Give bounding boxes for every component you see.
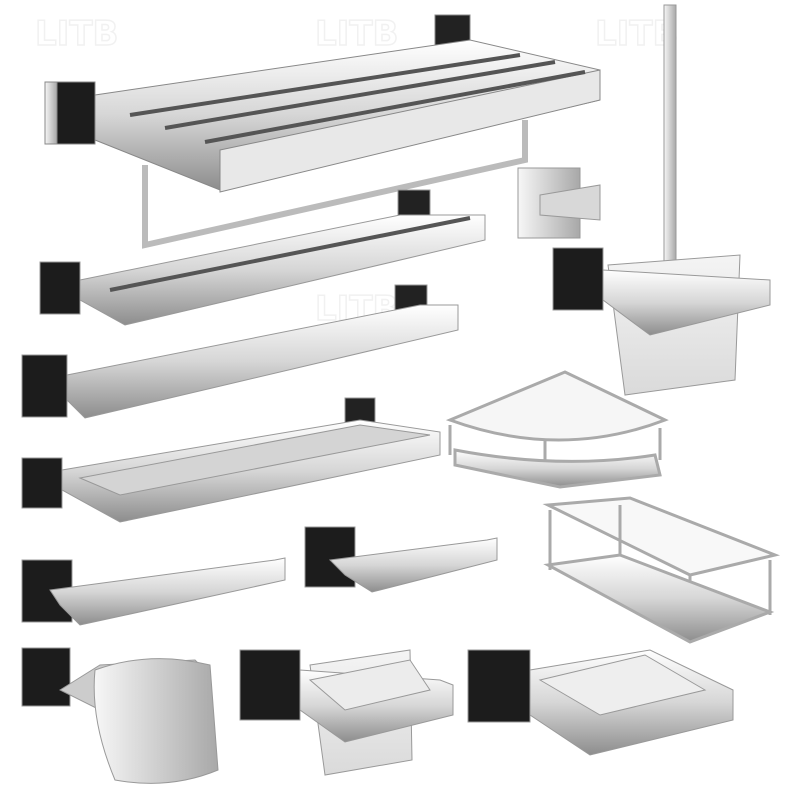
single-towel-bar — [21, 284, 459, 419]
robe-hook — [517, 167, 601, 239]
soap-dish — [467, 649, 734, 756]
glass-shelf — [21, 397, 441, 523]
corner-basket — [445, 370, 669, 489]
svg-text:LITB: LITB — [35, 14, 118, 54]
short-towel-bar — [21, 557, 286, 626]
towel-rack-shelf — [44, 14, 601, 249]
double-towel-bar — [39, 189, 486, 326]
rectangular-basket — [542, 496, 781, 644]
tumbler-holder — [239, 649, 454, 776]
towel-holder — [304, 526, 498, 593]
toilet-paper-holder — [21, 647, 219, 784]
toilet-brush-holder — [552, 4, 771, 396]
svg-text:LITB: LITB — [315, 14, 398, 54]
